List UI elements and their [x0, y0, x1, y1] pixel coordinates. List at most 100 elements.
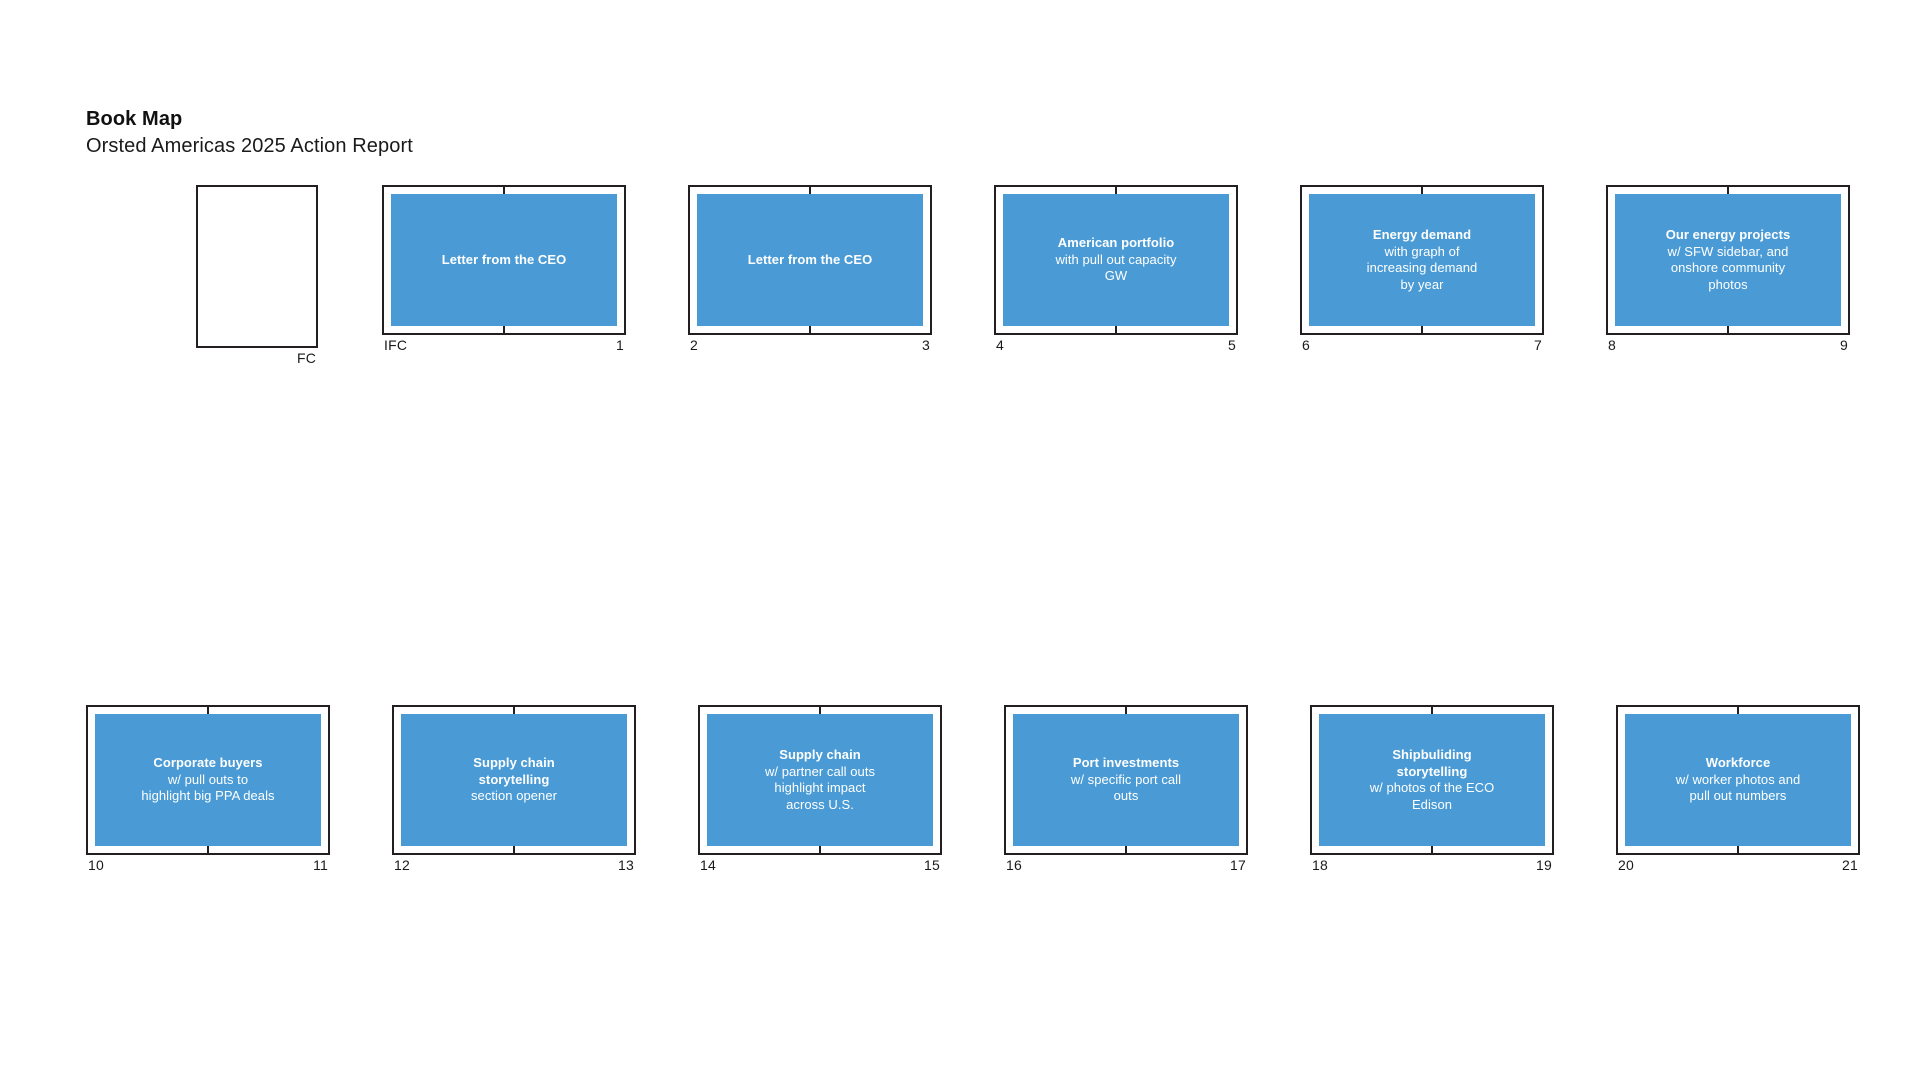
page-number-left: 2 — [690, 337, 698, 353]
spread-title-line: American portfolio — [1057, 235, 1175, 251]
spine-tick-bottom-icon — [819, 846, 821, 855]
page-number-left: 12 — [394, 857, 410, 873]
page-number-right: 19 — [1536, 857, 1552, 873]
page-number-left: IFC — [384, 337, 408, 353]
spread-description: Letter from the CEO — [442, 252, 566, 269]
spine-tick-bottom-icon — [1431, 846, 1433, 855]
spread-note-line: highlight big PPA deals — [141, 788, 275, 804]
spine-tick-top-icon — [1431, 705, 1433, 714]
spread-title-line: Energy demand — [1372, 227, 1472, 242]
spread-note-line: w/ worker photos and — [1675, 771, 1801, 787]
single-page-cell[interactable]: FC — [196, 185, 318, 366]
page-number-right: 17 — [1230, 857, 1246, 873]
page-title: Book Map — [86, 108, 183, 130]
spread-title-line: Shipbuliding — [1392, 747, 1472, 762]
spread-content-block[interactable]: Letter from the CEO — [697, 194, 923, 326]
page-number-left: 10 — [88, 857, 104, 873]
spread-note-line: with graph of — [1384, 243, 1460, 259]
spread-note-line: w/ partner call outs — [764, 763, 876, 779]
spread-content-block[interactable]: Letter from the CEO — [391, 194, 617, 326]
spread-note-line: w/ SFW sidebar, and — [1667, 243, 1789, 259]
spread-title-line: Our energy projects — [1665, 227, 1791, 242]
page-number-right: 5 — [1228, 337, 1236, 353]
spread-note-line: highlight impact — [774, 780, 866, 795]
spread-note-line: onshore community — [1670, 260, 1786, 275]
spine-tick-bottom-icon — [1727, 326, 1729, 335]
spine-tick-top-icon — [1421, 185, 1423, 194]
spine-tick-top-icon — [1727, 185, 1729, 194]
spine-tick-bottom-icon — [503, 326, 505, 335]
page-number-left: 16 — [1006, 857, 1022, 873]
spread-note-line: pull out numbers — [1689, 788, 1787, 804]
page-number-right: FC — [296, 350, 316, 366]
spread-note-line: w/ photos of the ECO — [1369, 780, 1495, 795]
page-frame[interactable]: FC — [196, 185, 318, 366]
spread-note-line: photos — [1708, 276, 1748, 292]
spine-tick-top-icon — [513, 705, 515, 714]
spread-title-line: Corporate buyers — [153, 755, 263, 771]
spine-tick-bottom-icon — [809, 326, 811, 335]
spine-tick-bottom-icon — [1737, 846, 1739, 855]
page-number-right: 21 — [1842, 857, 1858, 873]
spread-title-line: Supply chain — [779, 747, 861, 762]
page-header: Book Map Orsted Americas 2025 Action Rep… — [86, 106, 413, 159]
spread-note-line: GW — [1104, 268, 1128, 284]
spread-note-line: across U.S. — [786, 796, 854, 812]
page-number-left: 4 — [996, 337, 1004, 353]
spread-title-line: storytelling — [1396, 763, 1468, 779]
spine-tick-top-icon — [1125, 705, 1127, 714]
spread-title-line: Port investments — [1072, 755, 1180, 771]
spread-title-line: Supply chain — [473, 755, 555, 771]
spread-title-line: Letter from the CEO — [747, 251, 873, 267]
spine-tick-bottom-icon — [513, 846, 515, 855]
page-number-right: 7 — [1534, 337, 1542, 353]
